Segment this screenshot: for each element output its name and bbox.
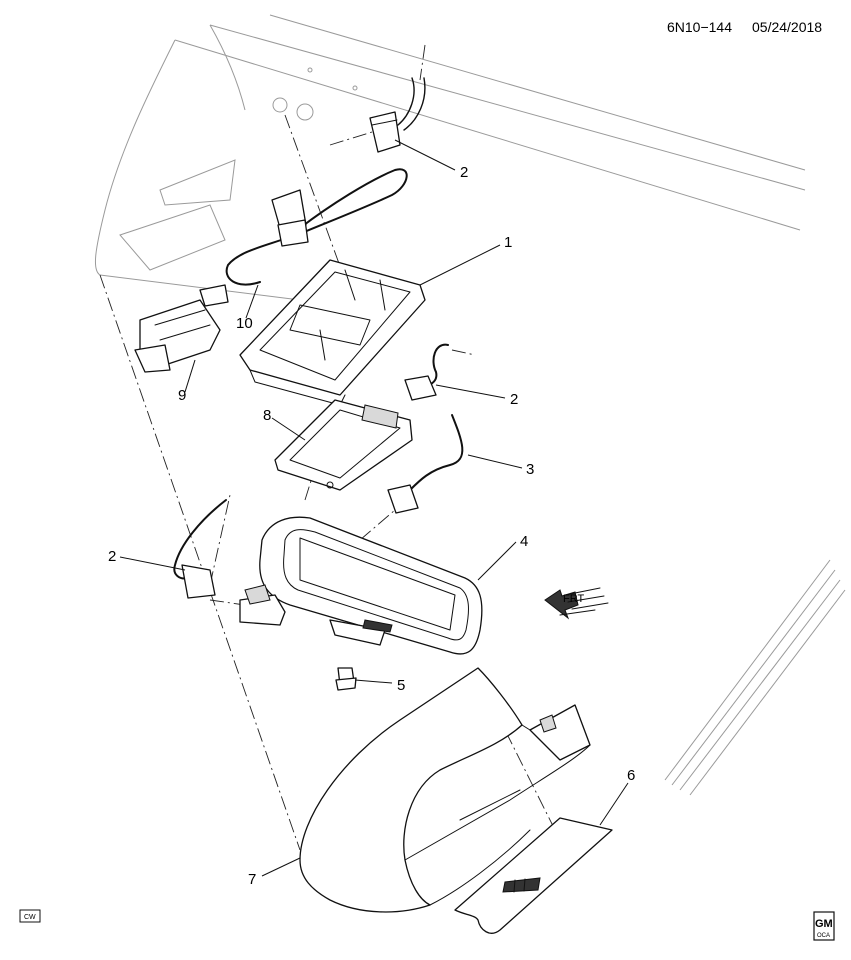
callout-leaders: [119, 139, 629, 877]
callout-5: 5: [397, 677, 405, 694]
mount-frame-part-1: [239, 259, 426, 406]
headliner-outline: [95, 14, 806, 301]
callout-2b: 2: [510, 391, 518, 408]
callout-9: 9: [178, 387, 186, 404]
cw-badge: CW: [19, 909, 41, 923]
front-direction-arrow: FRT: [544, 587, 609, 620]
bracket-part-9: [134, 284, 229, 373]
cover-plate-part-6: [454, 817, 613, 934]
wire-harness: [225, 168, 408, 286]
callout-4: 4: [520, 533, 528, 550]
mirror-part-4: [239, 516, 483, 655]
assembly-centerlines: [99, 44, 556, 851]
drawing-date: 05/24/2018: [752, 19, 822, 35]
connector-middle: [404, 343, 449, 401]
callout-6: 6: [627, 767, 635, 784]
windshield-edge: [664, 559, 846, 796]
gm-logo: GM OCA: [813, 911, 835, 941]
gm-logo-text: GM: [815, 918, 833, 930]
wire-part-3: [387, 414, 464, 514]
module-part-8: [274, 399, 413, 491]
callout-1: 1: [504, 234, 512, 251]
cover-part-7: [299, 667, 591, 913]
gm-logo-sub: OCA: [817, 933, 830, 939]
connector-top: [369, 77, 426, 153]
cw-badge-label: CW: [24, 914, 36, 921]
callout-2a: 2: [460, 164, 468, 181]
connector-left: [173, 499, 227, 599]
screw-part-5: [335, 667, 357, 691]
callout-2c: 2: [108, 548, 116, 565]
callout-10: 10: [236, 315, 253, 332]
drawing-id: 6N10−144: [667, 19, 732, 35]
callout-3: 3: [526, 461, 534, 478]
front-direction-label: FRT: [563, 593, 584, 605]
callout-7: 7: [248, 871, 256, 888]
callout-8: 8: [263, 407, 271, 424]
